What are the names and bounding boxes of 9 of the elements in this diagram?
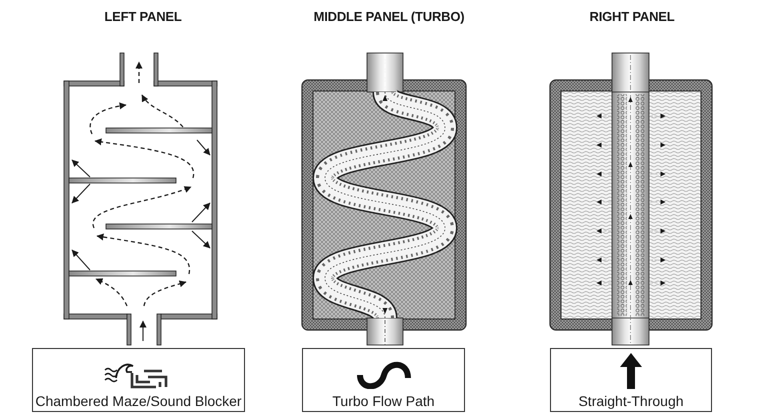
caption-text: Chambered Maze/Sound Blocker — [35, 393, 242, 409]
caption-text: Turbo Flow Path — [332, 393, 435, 409]
caption-box — [302, 348, 465, 412]
caption-text: Straight-Through — [578, 393, 684, 409]
caption-box — [550, 348, 712, 412]
panel-heading: MIDDLE PANEL (TURBO) — [314, 9, 464, 24]
panel-heading: RIGHT PANEL — [590, 9, 674, 24]
caption-box — [32, 348, 245, 412]
panel-heading: LEFT PANEL — [104, 9, 182, 24]
